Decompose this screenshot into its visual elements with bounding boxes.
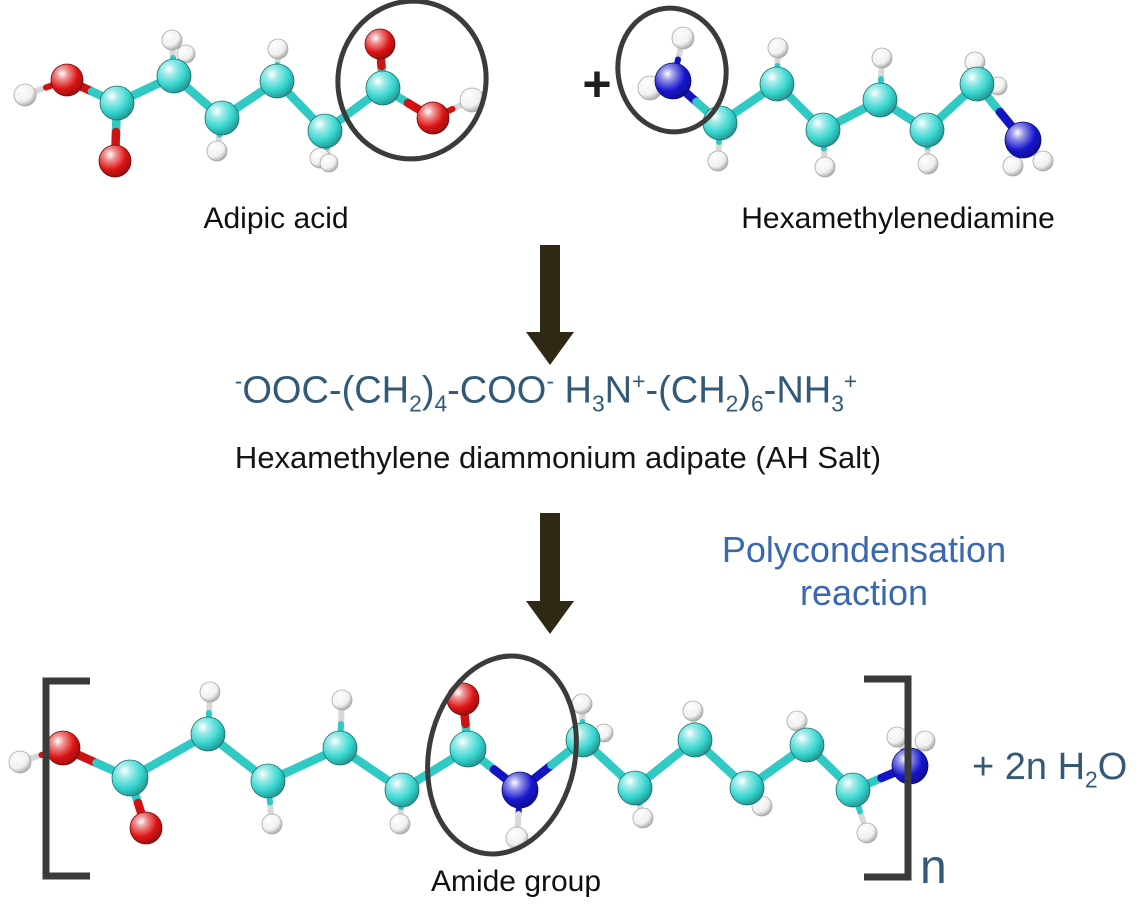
polycondensation-line1: Polycondensation <box>721 529 1007 570</box>
amide-group-label: Amide group <box>430 865 602 898</box>
carboxyl-highlight-ellipse <box>335 0 489 162</box>
adipic-acid-label: Adipic acid <box>203 202 349 235</box>
amide-highlight-ellipse <box>425 653 579 857</box>
ah-salt-formula: -OOC-(CH2)4-COO- H3N+-(CH2)6-NH3+ <box>234 368 858 417</box>
polycondensation-line2: reaction <box>799 572 929 614</box>
left-bracket <box>42 677 90 880</box>
down-arrow-1 <box>526 245 574 365</box>
hexamethylenediamine-label: Hexamethylenediamine <box>741 202 1055 235</box>
amine-highlight-ellipse <box>615 5 729 135</box>
nylon-polymer-molecule <box>8 681 936 850</box>
plus-sign: + <box>582 56 612 112</box>
polycondensation-label: Polycondensation reaction <box>722 528 1006 614</box>
ah-salt-name: Hexamethylene diammonium adipate (AH Sal… <box>234 440 882 475</box>
right-bracket <box>864 675 912 881</box>
down-arrow-2 <box>526 513 574 634</box>
adipic-acid-molecule <box>13 28 485 178</box>
repeat-unit-subscript: n <box>920 841 947 894</box>
hexamethylenediamine-molecule <box>637 26 1054 178</box>
water-byproduct-label: + 2n H2O <box>972 746 1128 793</box>
